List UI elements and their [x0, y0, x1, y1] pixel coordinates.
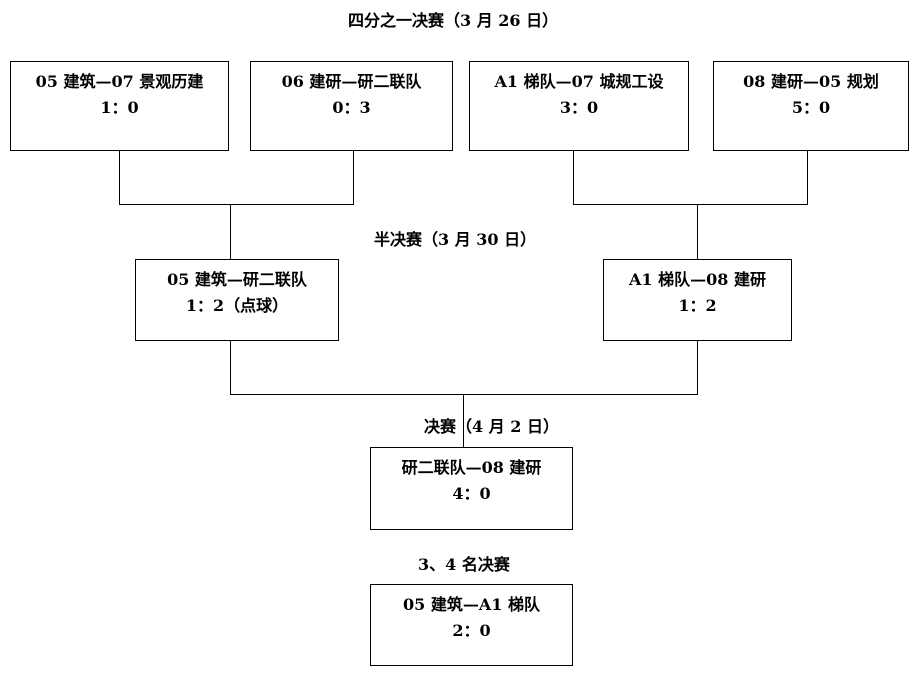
match-teams: 05 建筑—A1 梯队 [403, 595, 540, 614]
match-teams: 05 建筑—07 景观历建 [35, 72, 204, 91]
quarterfinal-match-2: 06 建研—研二联队 0：3 [250, 61, 453, 151]
final-title: 决赛（4 月 2 日） [424, 417, 559, 436]
match-teams: 研二联队—08 建研 [401, 458, 542, 477]
quarterfinal-match-1: 05 建筑—07 景观历建 1：0 [10, 61, 229, 151]
match-score: 1：0 [100, 98, 139, 117]
bracket-connector [230, 341, 231, 394]
match-score: 1：2 [678, 296, 717, 315]
bracket-connector [119, 204, 354, 205]
match-score: 2：0 [452, 621, 491, 640]
bracket-connector [230, 394, 698, 395]
match-teams: A1 梯队—07 城规工设 [494, 72, 664, 91]
match-teams: 08 建研—05 规划 [743, 72, 879, 91]
semifinal-title: 半决赛（3 月 30 日） [374, 230, 537, 249]
semifinal-match-1: 05 建筑—研二联队 1：2（点球） [135, 259, 339, 341]
quarterfinal-title: 四分之一决赛（3 月 26 日） [348, 11, 559, 30]
bracket-connector [353, 151, 354, 204]
match-teams: A1 梯队—08 建研 [629, 270, 766, 289]
third-place-match: 05 建筑—A1 梯队 2：0 [370, 584, 573, 666]
bracket-connector [573, 204, 808, 205]
match-score: 0：3 [332, 98, 371, 117]
bracket-connector [119, 151, 120, 204]
bracket-connector [807, 151, 808, 204]
bracket-connector [230, 204, 231, 259]
semifinal-match-2: A1 梯队—08 建研 1：2 [603, 259, 792, 341]
match-teams: 06 建研—研二联队 [281, 72, 422, 91]
bracket-connector [697, 341, 698, 394]
quarterfinal-match-3: A1 梯队—07 城规工设 3：0 [469, 61, 689, 151]
quarterfinal-match-4: 08 建研—05 规划 5：0 [713, 61, 909, 151]
bracket-connector [463, 394, 464, 447]
bracket-connector [697, 204, 698, 259]
match-teams: 05 建筑—研二联队 [167, 270, 307, 289]
match-score: 4：0 [452, 484, 491, 503]
match-score: 5：0 [791, 98, 831, 117]
bracket-connector [573, 151, 574, 204]
final-match: 研二联队—08 建研 4：0 [370, 447, 573, 530]
match-score: 1：2（点球） [185, 296, 289, 315]
match-score: 3：0 [559, 98, 599, 117]
third-place-title: 3、4 名决赛 [418, 555, 510, 574]
